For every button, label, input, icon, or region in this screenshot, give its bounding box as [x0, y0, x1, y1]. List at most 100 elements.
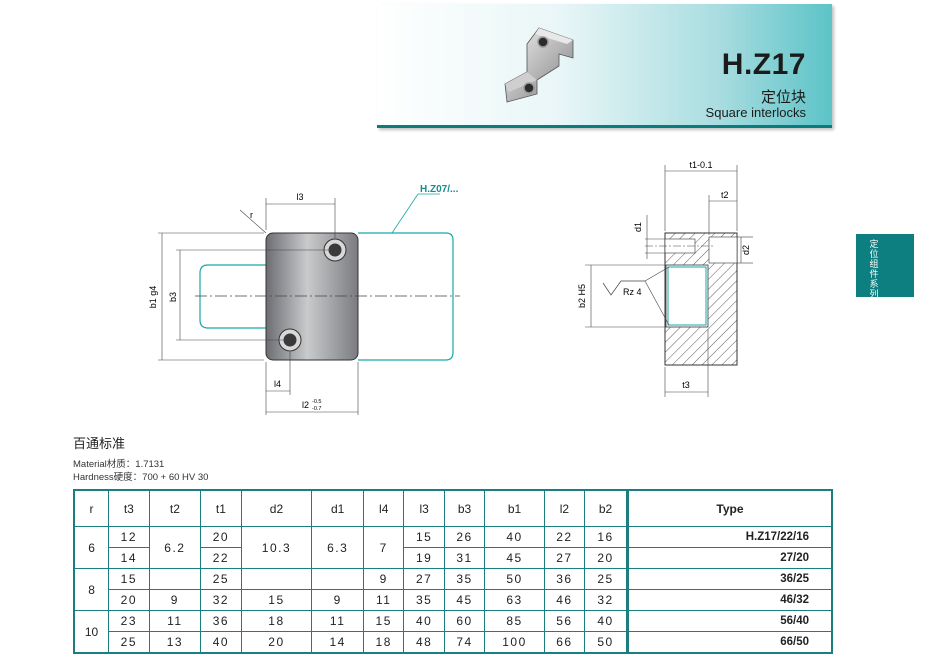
dimension-table: r t3 t2 t1 d2 d1 l4 l3 b3 b1 l2 b2 Type … — [73, 489, 833, 654]
material-spec: Material材质：1.7131 — [73, 459, 165, 470]
cell-t2: 11 — [148, 610, 202, 632]
table-row: 25 13 40 20 14 18 48 74 100 66 50 66/50 — [74, 631, 833, 654]
cell-d2: 18 — [240, 610, 313, 632]
cell-d2 — [240, 568, 313, 590]
header-b3: b3 — [443, 489, 486, 527]
cell-r: 10 — [73, 610, 110, 654]
front-view-drawing: l3 r b1 g4 b3 l4 l2 -0.5 -0.7 H.Z07/... — [148, 184, 460, 415]
cell-b2: 32 — [584, 589, 628, 611]
side-category-tab[interactable]: 定位组件系列 — [856, 234, 914, 299]
cell-t1: 20 — [200, 526, 242, 548]
cell-d2: 20 — [240, 631, 313, 654]
cell-l3: 35 — [403, 589, 445, 611]
cell-type: 46/32 — [625, 589, 833, 611]
hardness-spec: Hardness硬度：700 + 60 HV 30 — [73, 472, 209, 483]
cell-t3: 15 — [108, 568, 150, 590]
cell-t2: 6.2 — [148, 526, 202, 569]
header-l4: l4 — [362, 489, 405, 527]
cell-b2: 20 — [584, 547, 628, 569]
cell-type: 56/40 — [625, 610, 833, 632]
cell-t1: 40 — [200, 631, 242, 654]
cell-t3: 14 — [108, 547, 150, 569]
header-t1: t1 — [200, 489, 242, 527]
cell-b3: 31 — [443, 547, 486, 569]
table-header-row: r t3 t2 t1 d2 d1 l4 l3 b3 b1 l2 b2 Type — [73, 489, 833, 527]
table-row: 20 9 32 15 9 11 35 45 63 46 32 46/32 — [74, 589, 833, 611]
cell-l2: 36 — [543, 568, 586, 590]
cell-t2: 13 — [148, 631, 202, 654]
cell-b2: 50 — [584, 631, 628, 654]
cell-d2: 10.3 — [240, 526, 313, 569]
cell-b1: 45 — [484, 547, 545, 569]
cell-r: 6 — [73, 526, 110, 569]
cell-d2: 15 — [240, 589, 313, 611]
dim-t1: t1-0.1 — [689, 160, 712, 170]
cell-d1: 11 — [311, 610, 364, 632]
side-tab-label: 定位组件系列 — [869, 239, 879, 299]
dim-b2: b2 H5 — [577, 284, 587, 308]
section-view-drawing: t1-0.1 t2 d1 d2 b2 H5 Rz 4 t3 — [577, 160, 753, 397]
cell-l2: 56 — [543, 610, 586, 632]
dim-b3: b3 — [168, 292, 178, 302]
cell-r: 8 — [73, 568, 110, 611]
cell-type: H.Z17/22/16 — [625, 526, 833, 548]
dim-d1: d1 — [633, 222, 643, 232]
dim-l3: l3 — [296, 192, 303, 202]
cell-t3: 20 — [108, 589, 150, 611]
cell-b3: 60 — [443, 610, 486, 632]
cell-b2: 16 — [584, 526, 628, 548]
cell-t1: 36 — [200, 610, 242, 632]
cell-t1: 32 — [200, 589, 242, 611]
cell-t1: 25 — [200, 568, 242, 590]
cell-l2: 27 — [543, 547, 586, 569]
header-t3: t3 — [108, 489, 150, 527]
product-title-en: Square interlocks — [705, 105, 806, 120]
cell-b1: 40 — [484, 526, 545, 548]
cell-t2: 9 — [148, 589, 202, 611]
dim-r: r — [250, 210, 253, 220]
header-l2: l2 — [543, 489, 586, 527]
ref-label: H.Z07/... — [420, 184, 459, 195]
dim-l2-tol-lower: -0.7 — [312, 406, 321, 412]
cell-t3: 12 — [108, 526, 150, 548]
dim-b1: b1 g4 — [148, 286, 158, 309]
dim-d2: d2 — [741, 245, 751, 255]
header-d1: d1 — [311, 489, 364, 527]
cell-l3: 40 — [403, 610, 445, 632]
cell-l3: 48 — [403, 631, 445, 654]
header-t2: t2 — [148, 489, 202, 527]
cell-l4: 15 — [362, 610, 405, 632]
header-r: r — [73, 489, 110, 527]
cell-b3: 45 — [443, 589, 486, 611]
cell-l3: 27 — [403, 568, 445, 590]
dim-l2-tol-upper: -0.5 — [312, 399, 321, 405]
header-type: Type — [625, 489, 833, 527]
cell-l4: 9 — [362, 568, 405, 590]
cell-b2: 25 — [584, 568, 628, 590]
cell-l4: 11 — [362, 589, 405, 611]
cell-l3: 19 — [403, 547, 445, 569]
header-b2: b2 — [584, 489, 628, 527]
product-code: H.Z17 — [721, 48, 806, 81]
product-photo — [504, 27, 574, 103]
cell-l4: 7 — [362, 526, 405, 569]
dim-t3: t3 — [682, 380, 690, 390]
rz-label: Rz 4 — [623, 287, 642, 297]
cell-b1: 63 — [484, 589, 545, 611]
cell-b1: 50 — [484, 568, 545, 590]
dim-t2: t2 — [721, 190, 729, 200]
cell-t3: 23 — [108, 610, 150, 632]
cell-b1: 85 — [484, 610, 545, 632]
table-row: 14 22 19 31 45 27 20 27/20 — [74, 547, 833, 569]
product-title-cn: 定位块 — [760, 89, 806, 106]
header-d2: d2 — [240, 489, 313, 527]
table-row: 6 12 6.2 20 10.3 6.3 7 15 26 40 22 16 H.… — [73, 526, 833, 569]
cell-type: 27/20 — [625, 547, 833, 569]
section-title: 百通标准 — [73, 436, 126, 451]
cell-t3: 25 — [108, 631, 150, 654]
dim-l2: l2 — [302, 400, 309, 410]
cell-l2: 66 — [543, 631, 586, 654]
cell-b3: 35 — [443, 568, 486, 590]
table-row: 8 15 25 9 27 35 50 36 25 36/25 — [73, 568, 833, 611]
cell-d1 — [311, 568, 364, 590]
